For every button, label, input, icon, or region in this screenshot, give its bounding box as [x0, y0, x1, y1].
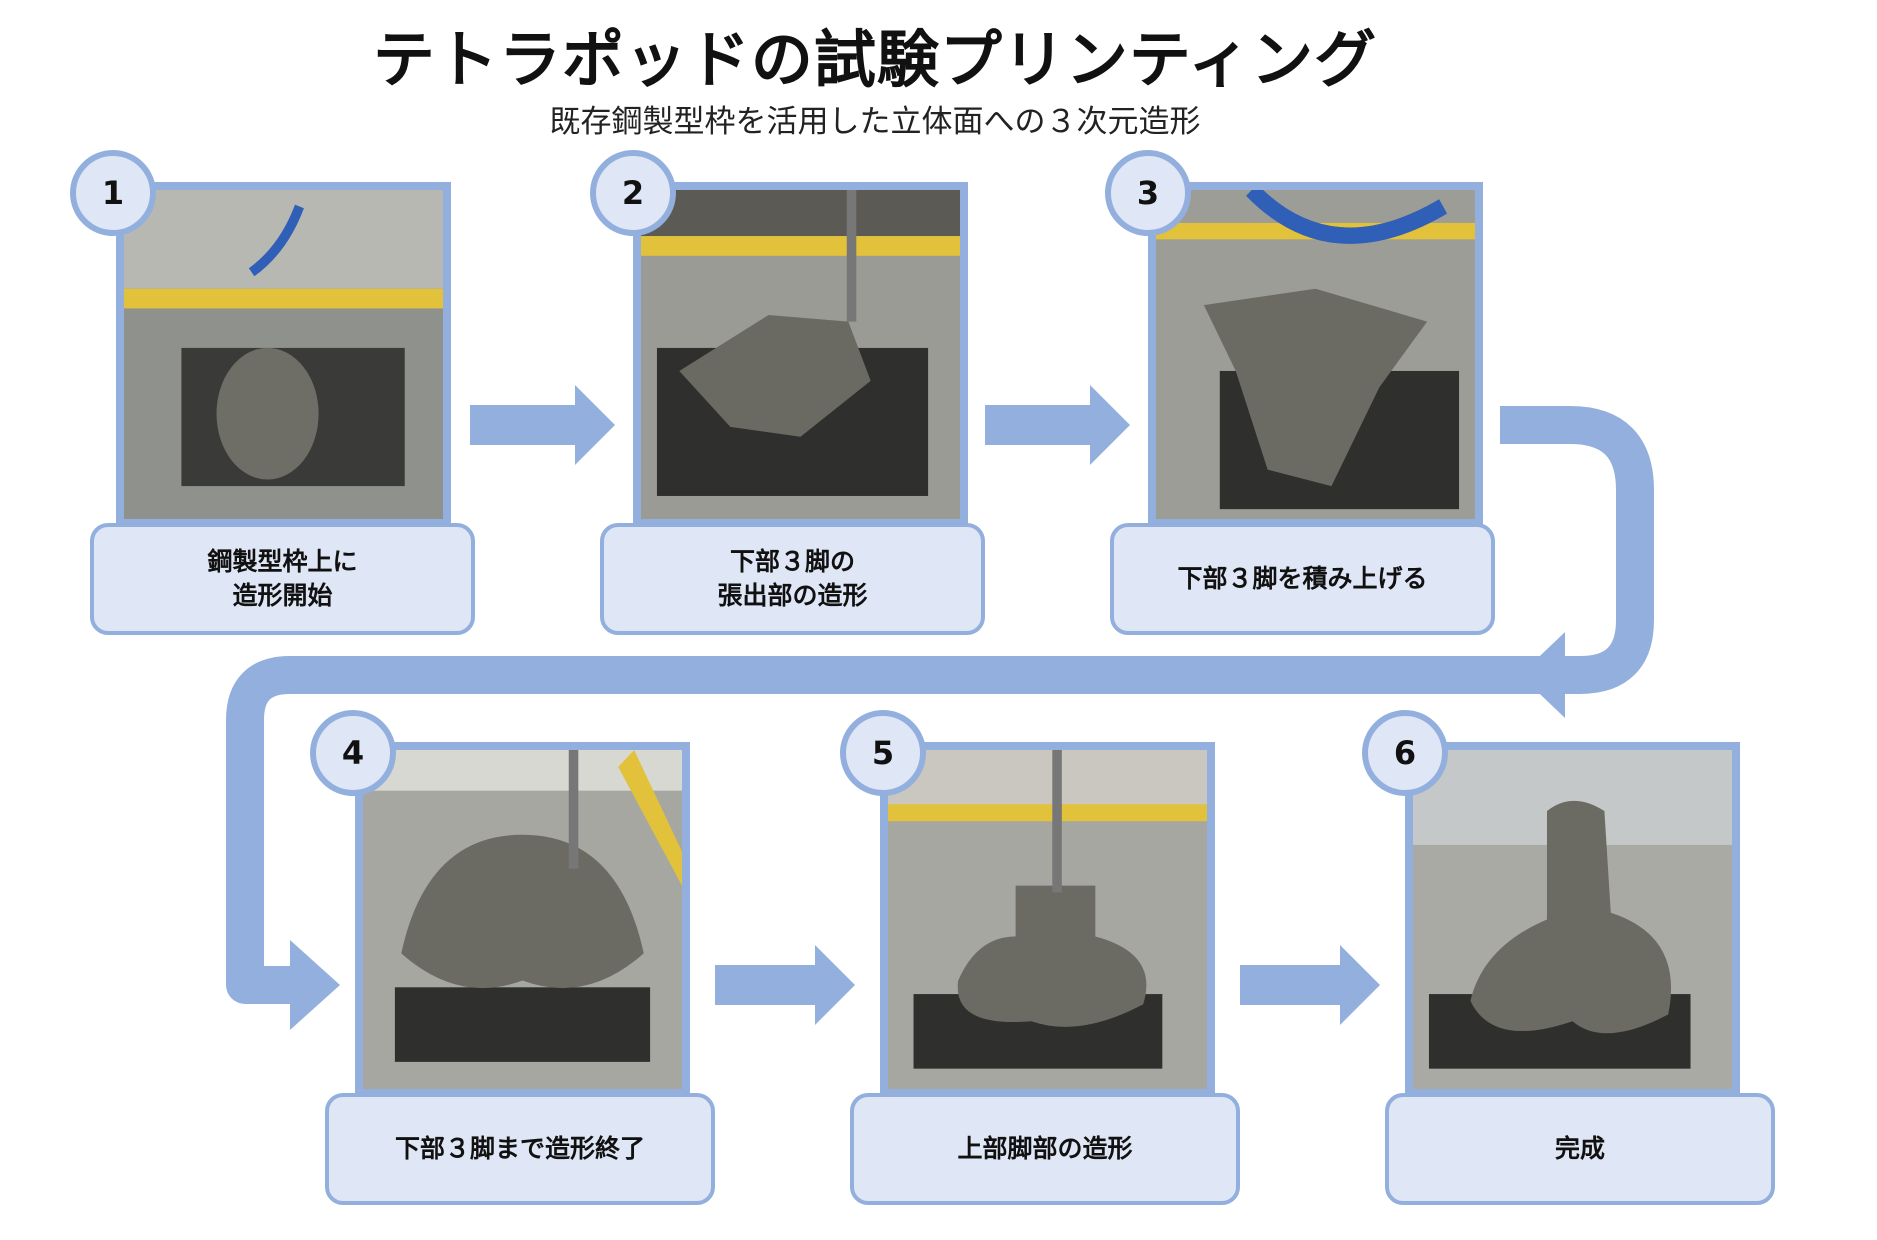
photo-placeholder-5 [888, 750, 1207, 1089]
step-6-badge: 6 [1362, 710, 1448, 796]
return-connector-line [226, 406, 1654, 1004]
step-4-caption: 下部３脚まで造形終了 [325, 1093, 715, 1205]
photo-placeholder-1 [124, 190, 443, 519]
step-5-caption: 上部脚部の造形 [850, 1093, 1240, 1205]
step-2-photo [633, 182, 968, 527]
step-3-photo [1148, 182, 1483, 527]
page-title: テトラポッドの試験プリンティング [372, 23, 1378, 96]
step-1-caption: 鋼製型枠上に 造形開始 [90, 523, 475, 635]
step-3-caption: 下部３脚を積み上げる [1110, 523, 1495, 635]
step-6-caption: 完成 [1385, 1093, 1775, 1205]
photo-placeholder-3 [1156, 190, 1475, 519]
photo-placeholder-6 [1413, 750, 1732, 1089]
step-3-badge: 3 [1105, 150, 1191, 236]
step-5-photo [880, 742, 1215, 1097]
photo-placeholder-2 [641, 190, 960, 519]
arrow-right-1-2 [470, 385, 615, 465]
step-2-badge: 2 [590, 150, 676, 236]
step-5-badge: 5 [840, 710, 926, 796]
return-arrowhead-top [1520, 632, 1565, 718]
arrow-right-4-5 [715, 945, 855, 1025]
step-2-caption: 下部３脚の 張出部の造形 [600, 523, 985, 635]
photo-placeholder-4 [363, 750, 682, 1089]
step-1-photo [116, 182, 451, 527]
step-4-badge: 4 [310, 710, 396, 796]
step-1-badge: 1 [70, 150, 156, 236]
step-4-photo [355, 742, 690, 1097]
return-arrowhead-bottom [290, 940, 340, 1030]
arrow-right-2-3 [985, 385, 1130, 465]
step-6-photo [1405, 742, 1740, 1097]
page-subtitle: 既存鋼製型枠を活用した立体面への３次元造形 [549, 104, 1201, 140]
arrow-right-5-6 [1240, 945, 1380, 1025]
